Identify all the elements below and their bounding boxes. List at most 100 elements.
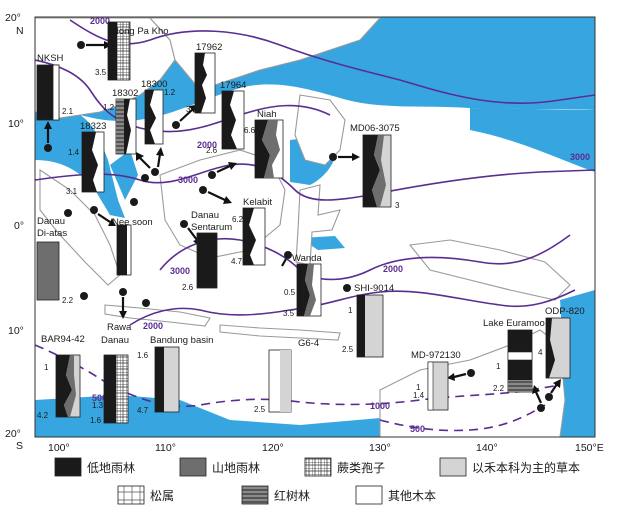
site-dot-danau-sentarum — [180, 220, 188, 228]
value-shi-a: 1 — [348, 306, 353, 315]
lat-tick-10n: 10° — [8, 118, 24, 130]
label-wanda: Wanda — [292, 253, 322, 264]
value-rawa-a: 1.3 — [92, 401, 104, 410]
value-kelabit-b: 4.7 — [231, 257, 243, 266]
label-17964: 17964 — [220, 80, 246, 91]
lon-tick-140: 140° — [476, 442, 498, 454]
value-g6-4: 2.5 — [254, 405, 266, 414]
column-bar94-42: 1 4.2 BAR94-42 — [37, 334, 85, 420]
value-17962: 3 — [186, 105, 191, 114]
contour-label-500: 500 — [410, 424, 425, 434]
legend-label-fern: 蕨类孢子 — [337, 461, 385, 475]
map-area: 2000 2000 3000 3000 3000 2000 2000 1000 … — [35, 17, 595, 437]
column-nong-pa-kho: 3.5 Nong Pa Kho — [95, 21, 169, 81]
column-shi-9014: 1 2.5 SHI-9014 — [342, 283, 394, 358]
label-shi-9014: SHI-9014 — [354, 283, 394, 294]
column-18302: 1.2 18302 — [103, 88, 138, 155]
site-dot-md-972130 — [467, 369, 475, 377]
lat-north-label: N — [16, 25, 24, 37]
value-bar-b: 4.2 — [37, 411, 49, 420]
label-md-972130: MD-972130 — [411, 350, 461, 361]
contour-3000-south — [159, 234, 571, 281]
legend-label-pine: 松属 — [150, 489, 174, 503]
column-odp-820: 4 ODP-820 — [538, 306, 585, 379]
site-dot-niah — [208, 171, 216, 179]
arrow-lake-euramoo — [534, 391, 543, 404]
column-17962: 3 17962 — [186, 42, 222, 114]
value-bandung-a: 1.6 — [137, 351, 149, 360]
legend-label-montane: 山地雨林 — [212, 461, 260, 475]
lat-tick-10s: 10° — [8, 325, 24, 337]
legend-item-lowland: 低地雨林 — [54, 457, 135, 477]
lat-tick-20s: 20° — [5, 428, 21, 440]
value-bar-a: 1 — [44, 363, 49, 372]
label-danau-di-atas-2: Di-atas — [37, 228, 67, 239]
legend-item-other-woody: 其他木本 — [355, 485, 436, 505]
contour-label-3000-mid: 3000 — [178, 175, 198, 185]
lat-south-label: S — [16, 440, 23, 452]
contour-label-2000-east: 2000 — [383, 264, 403, 274]
label-nee-soon: Nee soon — [112, 217, 153, 228]
lon-tick-130: 130° — [369, 442, 391, 454]
column-md06-3075: 3 MD06-3075 — [350, 123, 400, 210]
value-danau-di-atas: 2.2 — [62, 296, 74, 305]
value-niah: 6.6 — [244, 126, 256, 135]
site-dot-rawa-danau — [119, 288, 127, 296]
value-nksh: 2.1 — [62, 107, 74, 116]
pollen-columns: 3.5 Nong Pa Kho 2.1 NKSH 3 17962 1. — [36, 21, 585, 425]
label-18300: 18300 — [141, 79, 167, 90]
land-new-guinea — [408, 239, 571, 301]
column-17964: 2.6 17964 — [206, 80, 246, 155]
longitude-axis: 100° 110° 120° 130° 140° 150°E — [48, 442, 604, 454]
label-lake-euramoo: Lake Euramoo — [483, 318, 545, 329]
value-17964: 2.6 — [206, 146, 218, 155]
label-g6-4: G6-4 — [298, 338, 319, 349]
lon-tick-120: 120° — [262, 442, 284, 454]
column-rawa-danau: 1.3 1.6 Rawa Danau — [90, 322, 132, 425]
legend-label-lowland: 低地雨林 — [87, 461, 135, 475]
label-rawa-1: Rawa — [107, 322, 132, 333]
value-18323-b: 3.1 — [66, 187, 78, 196]
contour-label-2000-mid: 2000 — [197, 140, 217, 150]
label-niah: Niah — [257, 109, 277, 120]
label-kelabit: Kelabit — [243, 197, 272, 208]
column-18300: 1.2 18300 — [141, 79, 176, 145]
column-nksh: 2.1 NKSH — [36, 53, 74, 121]
site-dot-18323 — [130, 198, 138, 206]
legend-item-mangrove: 红树林 — [241, 485, 310, 505]
value-wanda-a: 0.5 — [284, 288, 296, 297]
label-18323: 18323 — [80, 121, 106, 132]
value-wanda-b: 3.5 — [283, 309, 295, 318]
legend-item-montane: 山地雨林 — [179, 457, 260, 477]
label-danau-di-atas-1: Danau — [37, 216, 65, 227]
site-dot-kelabit — [199, 186, 207, 194]
contour-2000-south — [129, 289, 576, 326]
arrow-kelabit — [207, 191, 226, 201]
column-18323: 1.4 3.1 18323 — [66, 121, 106, 196]
contour-label-3000-south: 3000 — [170, 266, 190, 276]
column-md-972130: 1 1.4 MD-972130 — [411, 350, 461, 411]
site-dot-md06-3075 — [329, 153, 337, 161]
value-md06-3075: 3 — [395, 201, 400, 210]
arrow-18302 — [139, 157, 151, 169]
site-dot-odp-820 — [545, 393, 553, 401]
column-kelabit: 6.2 4.7 Kelabit — [231, 197, 272, 266]
arrow-nee-soon — [97, 213, 111, 223]
column-lake-euramoo: 1 2.2 Lake Euramoo — [483, 318, 545, 393]
column-wanda: 0.5 3.5 Wanda — [283, 253, 322, 318]
sea-bay-top — [110, 150, 138, 200]
arrow-md-972130 — [453, 372, 467, 379]
column-niah: 6.6 Niah — [244, 109, 284, 179]
site-dot-bar94-42 — [80, 292, 88, 300]
value-18300: 1.2 — [164, 88, 176, 97]
column-g6-4: 2.5 G6-4 — [254, 338, 319, 414]
label-md06-3075: MD06-3075 — [350, 123, 400, 134]
label-odp-820: ODP-820 — [545, 306, 585, 317]
value-sentarum: 2.6 — [182, 283, 194, 292]
label-bandung: Bandung basin — [150, 335, 213, 346]
arrow-18300 — [156, 153, 162, 168]
label-sentarum-1: Danau — [191, 210, 219, 221]
contour-500 — [379, 404, 546, 432]
value-kelabit-a: 6.2 — [232, 215, 244, 224]
